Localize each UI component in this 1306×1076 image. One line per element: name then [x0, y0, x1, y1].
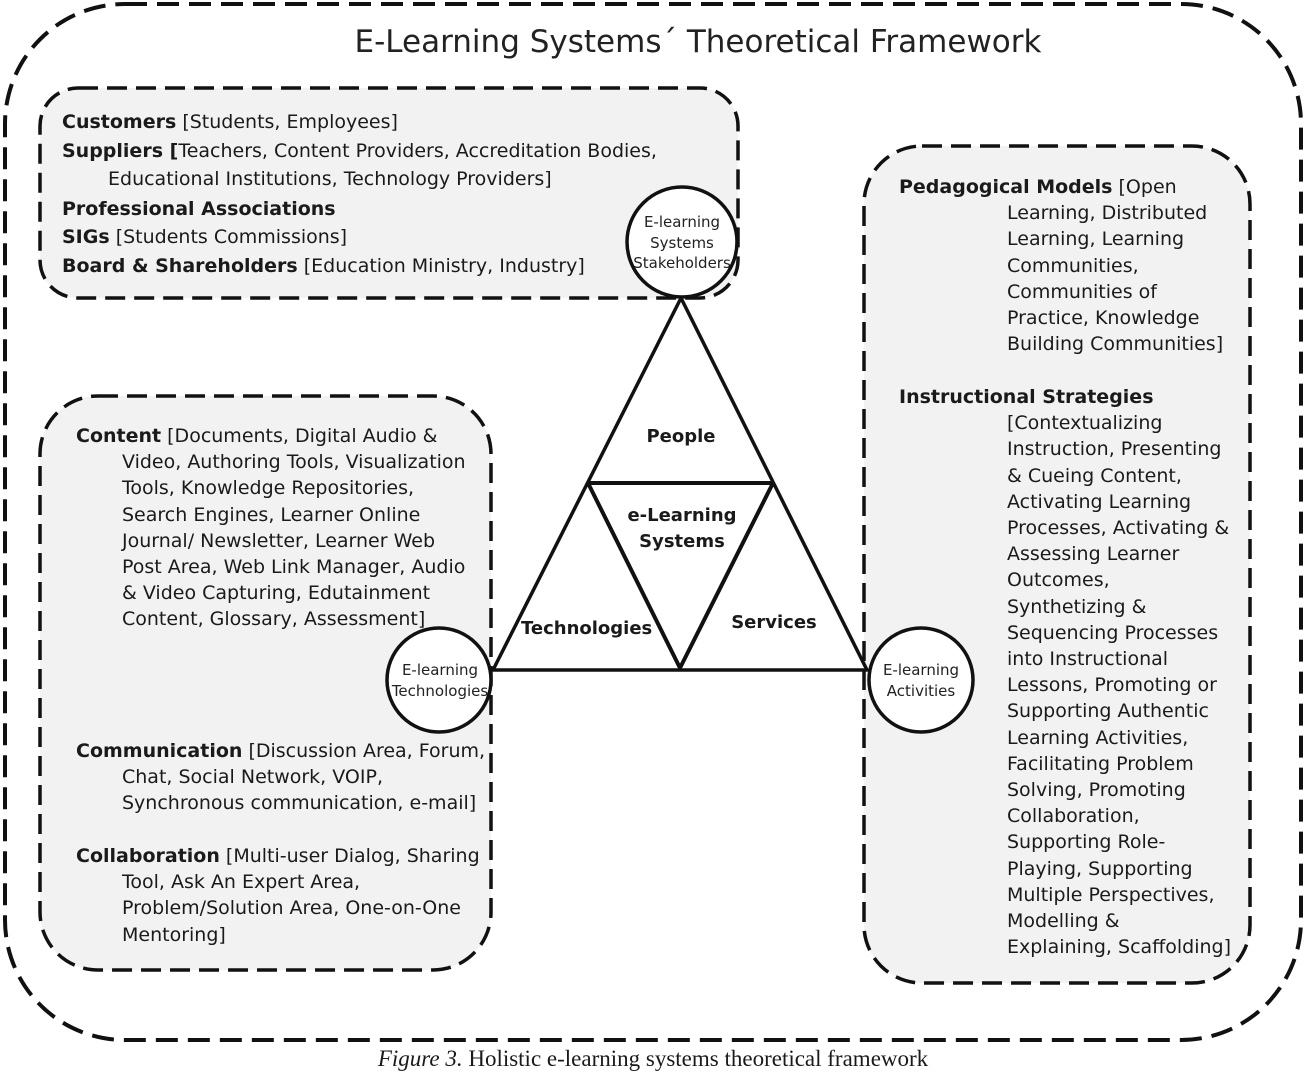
- activities-circle-label: E-learning Activities: [882, 661, 960, 700]
- communication-heading: Communication: [76, 740, 243, 762]
- stakeholders-circle-label: E-learning Systems Stakeholders: [633, 213, 731, 272]
- content-heading: Content: [76, 425, 162, 447]
- suppliers-line-2: Educational Institutions, Technology Pro…: [108, 168, 552, 191]
- pedagogical-heading: Pedagogical Models: [899, 176, 1113, 198]
- technologies-circle: [385, 626, 493, 734]
- communication-text: Communication [Discussion Area, Forum, C…: [76, 740, 486, 815]
- collaboration-heading: Collaboration: [76, 845, 220, 867]
- sigs-line: SIGs [Students Commissions]: [62, 225, 348, 248]
- content-text: Content [Documents, Digital Audio & Vide…: [76, 425, 466, 631]
- board-line: Board & Shareholders [Education Ministry…: [62, 255, 585, 278]
- instructional-heading: Instructional Strategies: [899, 386, 1154, 408]
- services-label: Services: [731, 612, 817, 633]
- stakeholders-text: Customers [Students, Employees] Supplier…: [62, 109, 657, 279]
- instructional-text: Instructional Strategies [Contextualizin…: [899, 386, 1232, 959]
- activities-box: [862, 144, 1252, 985]
- inner-triangle: [586, 481, 775, 670]
- customers-line: Customers [Students, Employees]: [62, 111, 398, 133]
- professional-line: Professional Associations: [62, 197, 336, 220]
- collaboration-text: Collaboration [Multi-user Dialog, Sharin…: [76, 845, 480, 946]
- pedagogical-text: Pedagogical Models [Open Learning, Distr…: [899, 176, 1224, 356]
- people-label: People: [646, 426, 716, 447]
- activities-circle: [867, 626, 975, 734]
- technologies-circle-label: E-learning Technologies: [391, 661, 489, 700]
- diagram-title: E-Learning Systems´ Theoretical Framewor…: [354, 24, 1042, 60]
- stakeholders-circle: [625, 185, 739, 299]
- technologies-label: Technologies: [521, 618, 653, 639]
- outer-frame: [3, 2, 1303, 1042]
- stakeholders-box: [38, 86, 740, 300]
- suppliers-line: Suppliers [Teachers, Content Providers, …: [62, 140, 657, 163]
- center-label: e-Learning Systems: [627, 505, 737, 552]
- figure-caption: Figure 3. Holistic e-learning systems th…: [377, 1046, 929, 1071]
